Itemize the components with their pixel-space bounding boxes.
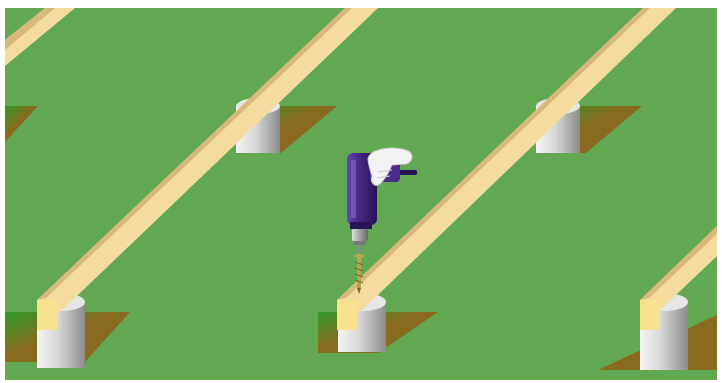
deck-framing-illustration <box>0 0 722 383</box>
